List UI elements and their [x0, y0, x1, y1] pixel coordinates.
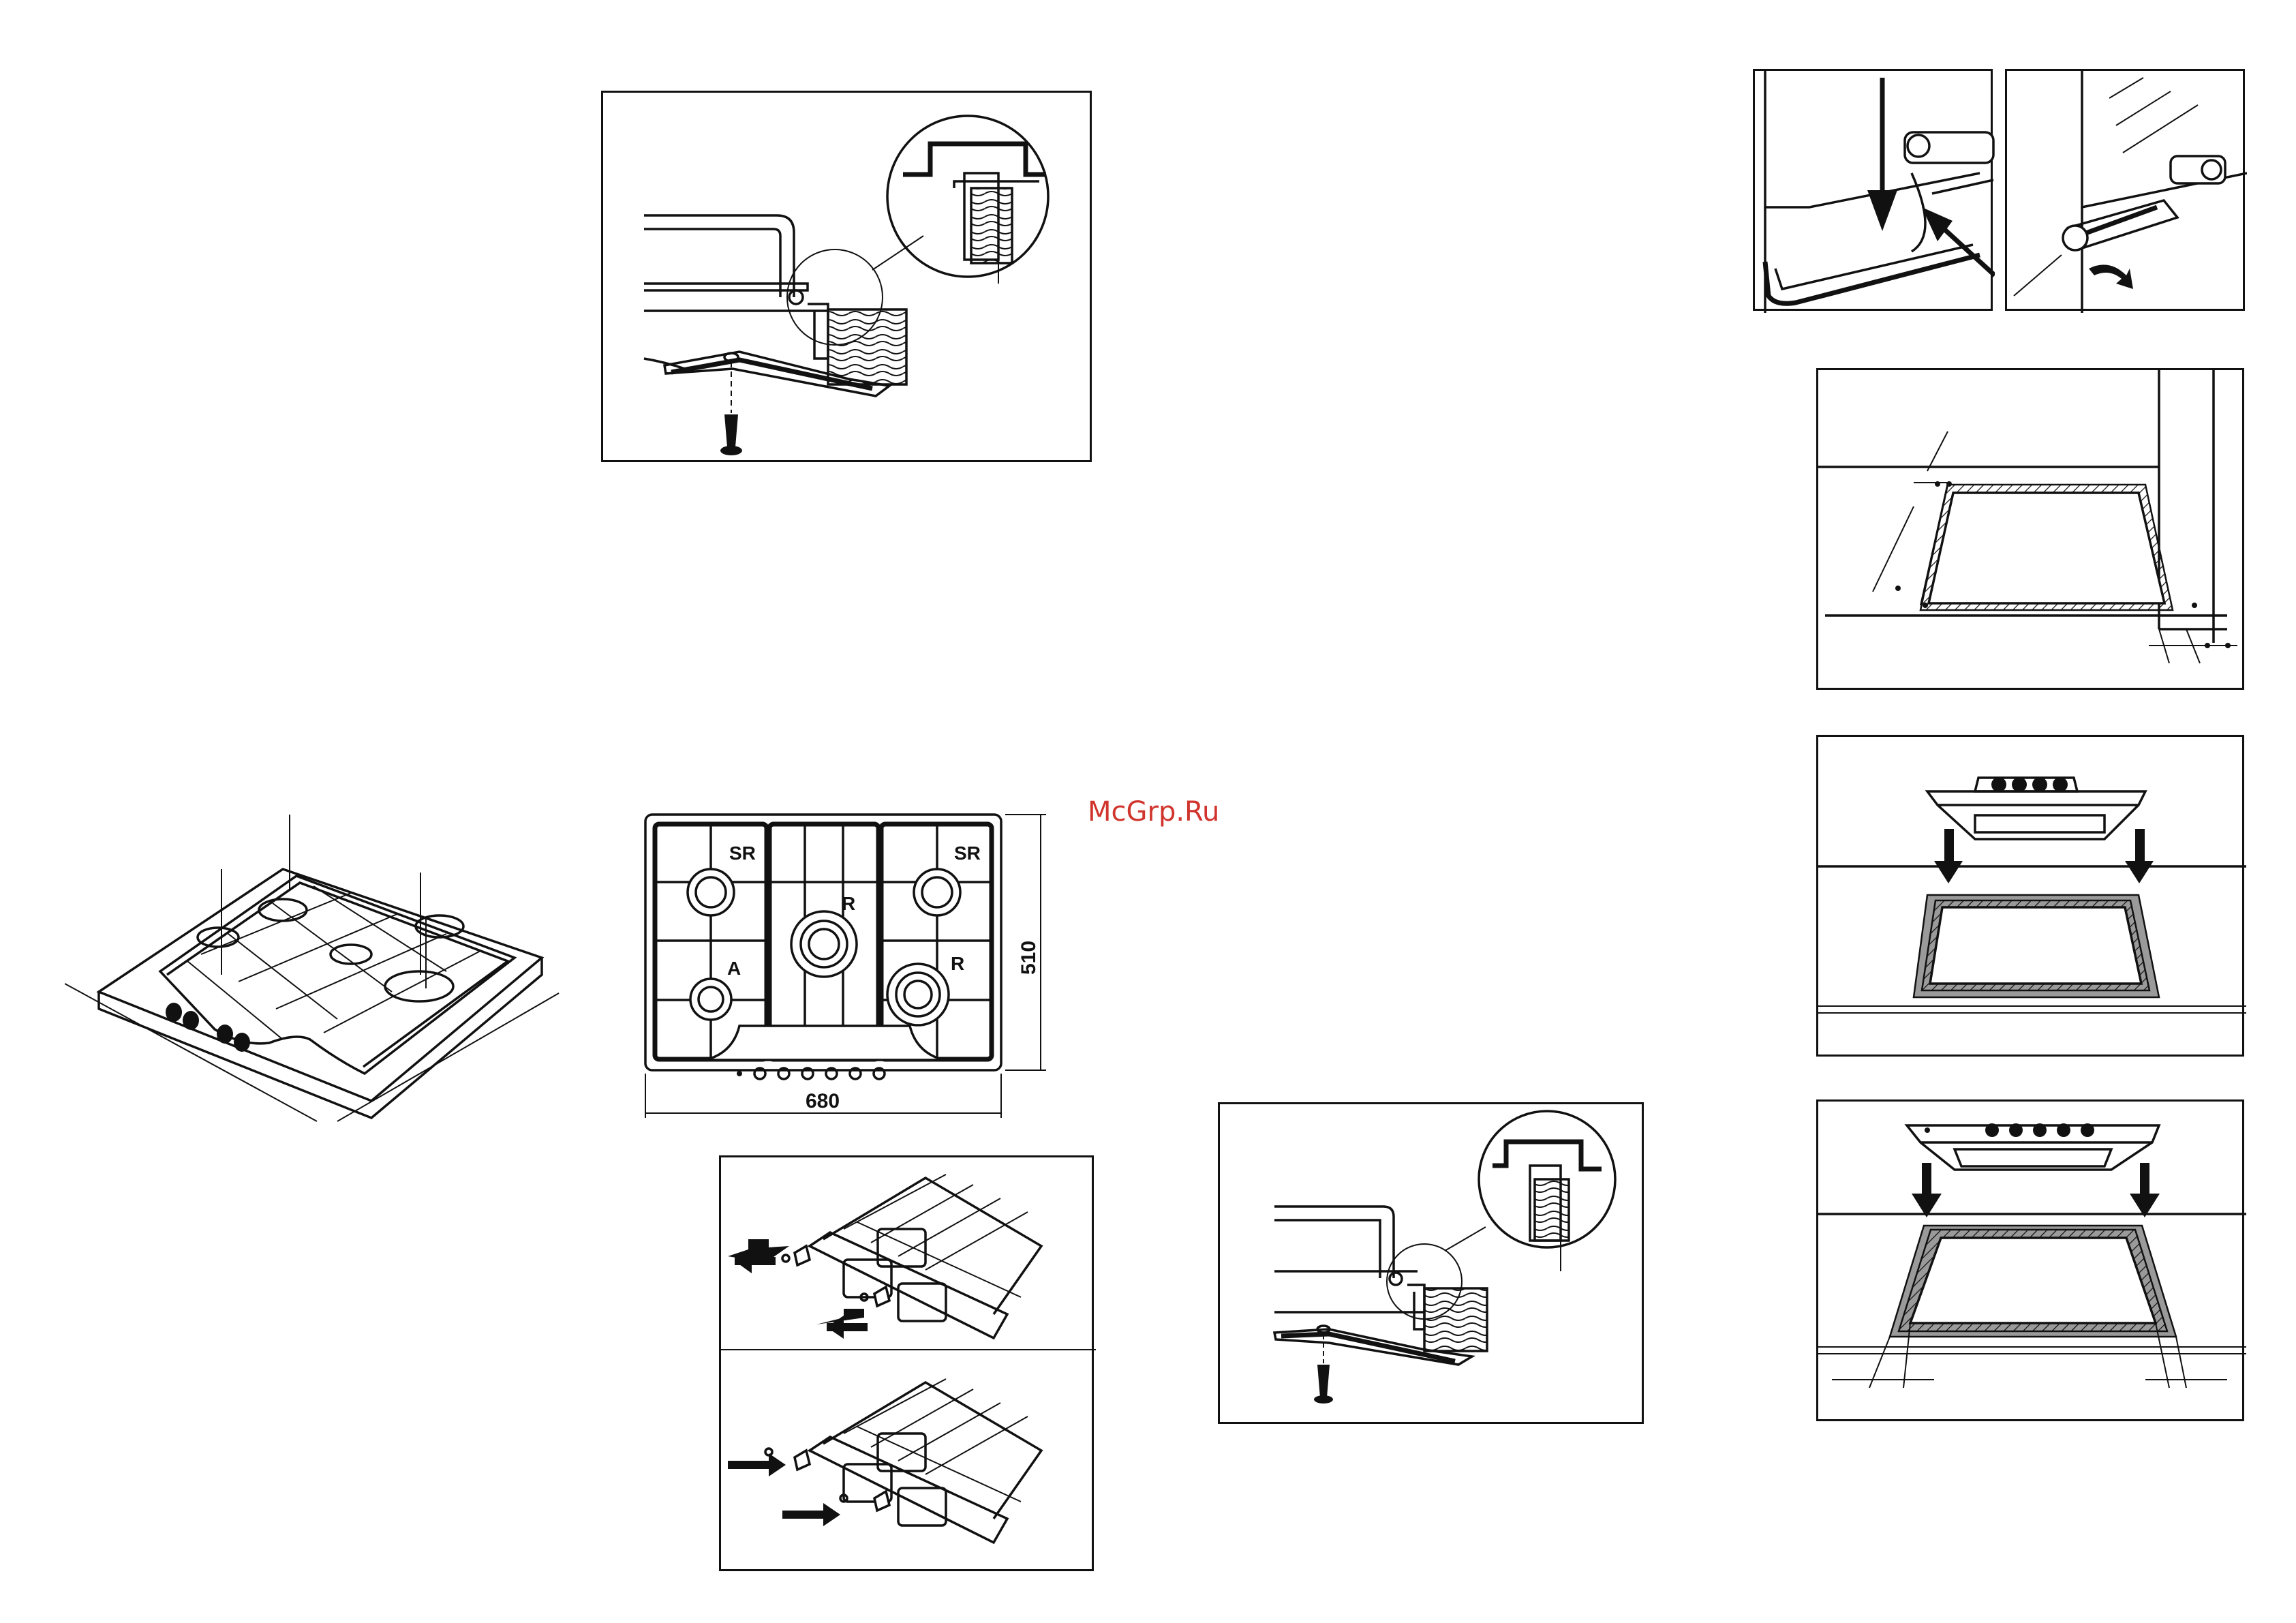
burner-label-top-left: SR [729, 843, 756, 864]
hob-plan-figure: SR SR R A R 510 680 [637, 808, 1046, 1121]
hob-depth-dimension: 510 [1017, 941, 1040, 975]
cutout-plan-figure [1816, 368, 2244, 690]
burner-label-bottom-left: A [727, 958, 741, 979]
bracket-fitting-figure [719, 1155, 1094, 1571]
clamp-detail-figure-top [601, 91, 1092, 462]
watermark: McGrp.Ru [1088, 796, 1219, 828]
burner-label-center: R [842, 893, 855, 914]
hob-perspective-figure [65, 815, 576, 1142]
hob-lowering-figure-2 [1816, 1099, 2244, 1421]
burner-label-bottom-right: R [951, 953, 964, 974]
hob-lowering-figure-1 [1816, 735, 2244, 1057]
burner-label-top-right: SR [954, 843, 981, 864]
clamp-detail-figure-bottom [1218, 1102, 1644, 1424]
screw-adjust-figure [2005, 69, 2245, 311]
arrow-insert-figure [1753, 69, 1993, 311]
hob-width-dimension: 680 [806, 1090, 840, 1112]
